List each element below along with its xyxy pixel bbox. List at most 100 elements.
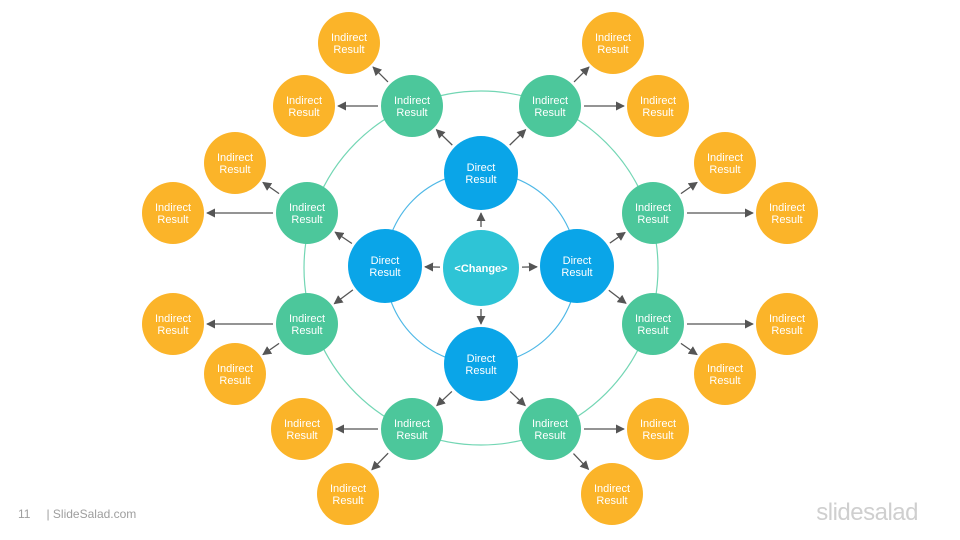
direct-result-node-1-label: Result: [465, 174, 496, 186]
indirect-result-outer-node-11-circle: [756, 293, 818, 355]
indirect-result-outer-node-7-label: Indirect: [155, 313, 191, 325]
indirect-result-outer-node-2-circle: [273, 75, 335, 137]
indirect-result-inner-node-4-label: Indirect: [289, 313, 325, 325]
indirect-result-outer-node-1-label: Indirect: [331, 32, 367, 44]
indirect-result-outer-node-11-label: Result: [771, 325, 802, 337]
indirect-result-inner-node-5-label: Indirect: [635, 202, 671, 214]
indirect-result-inner-node-7-label: Indirect: [394, 418, 430, 430]
indirect-result-outer-node-16-circle: [581, 463, 643, 525]
indirect-result-outer-node-9-label: Result: [709, 164, 740, 176]
indirect-result-outer-node-15-label: Result: [642, 430, 673, 442]
arrow-indirect-to-outer-9: [680, 181, 698, 195]
indirect-result-inner-node-5-label: Result: [637, 214, 668, 226]
arrow-direct-to-indirect-3: [334, 231, 353, 245]
indirect-result-inner-node-6-circle: [622, 293, 684, 355]
indirect-result-outer-node-3-label: Result: [597, 44, 628, 56]
arrow-direct-to-indirect-6: [608, 289, 627, 304]
indirect-result-outer-node-10-label: Result: [771, 214, 802, 226]
indirect-result-outer-node-5-circle: [204, 132, 266, 194]
indirect-result-outer-node-15-circle: [627, 398, 689, 460]
arrow-direct-to-indirect-7: [436, 390, 453, 407]
arrow-indirect-to-outer-14: [371, 452, 389, 471]
direct-result-node-1-circle: [444, 136, 518, 210]
indirect-result-outer-node-10-label: Indirect: [769, 202, 805, 214]
outer-guide-ring: [303, 90, 659, 446]
connector-arrows: [206, 66, 754, 471]
indirect-result-inner-node-5-circle: [622, 182, 684, 244]
arrow-direct-to-indirect-4: [333, 289, 354, 305]
indirect-result-outer-node-11-label: Indirect: [769, 313, 805, 325]
change-node-circle: [443, 230, 519, 306]
indirect-result-inner-node-3-circle: [276, 182, 338, 244]
indirect-result-outer-node-13-circle: [271, 398, 333, 460]
indirect-result-inner-node-2-circle: [519, 75, 581, 137]
footer: 11 | SlideSalad.com: [18, 507, 136, 521]
indirect-result-inner-node-2-label: Result: [534, 107, 565, 119]
indirect-result-outer-node-12-circle: [694, 343, 756, 405]
indirect-result-outer-node-8-label: Indirect: [217, 363, 253, 375]
arrow-indirect-to-outer-12: [680, 342, 698, 356]
indirect-result-outer-node-2-label: Indirect: [286, 95, 322, 107]
direct-result-node-3-label: Direct: [563, 255, 592, 267]
indirect-result-outer-node-7-label: Result: [157, 325, 188, 337]
indirect-result-outer-node-14-label: Result: [332, 495, 363, 507]
indirect-result-inner-node-6-label: Indirect: [635, 313, 671, 325]
indirect-result-outer-node-4-label: Indirect: [640, 95, 676, 107]
direct-result-node-3-label: Result: [561, 267, 592, 279]
direct-result-node-1-label: Direct: [467, 162, 496, 174]
indirect-result-inner-node-3-label: Result: [291, 214, 322, 226]
indirect-result-inner-node-8-circle: [519, 398, 581, 460]
indirect-result-outer-node-10-circle: [756, 182, 818, 244]
indirect-result-outer-node-16-label: Result: [596, 495, 627, 507]
indirect-result-inner-node-8-label: Indirect: [532, 418, 568, 430]
indirect-result-outer-node-16-label: Indirect: [594, 483, 630, 495]
arrow-direct-to-indirect-2: [509, 129, 527, 146]
indirect-result-outer-node-15-label: Indirect: [640, 418, 676, 430]
indirect-result-outer-node-12-label: Result: [709, 375, 740, 387]
indirect-result-outer-node-13-label: Result: [286, 430, 317, 442]
indirect-result-outer-node-6-label: Result: [157, 214, 188, 226]
indirect-result-outer-node-14-label: Indirect: [330, 483, 366, 495]
indirect-result-outer-node-1-circle: [318, 12, 380, 74]
arrow-direct-to-indirect-8: [509, 390, 526, 407]
indirect-result-outer-node-13-label: Indirect: [284, 418, 320, 430]
arrow-indirect-to-outer-3: [573, 66, 590, 83]
indirect-result-outer-node-5-label: Result: [219, 164, 250, 176]
indirect-result-inner-node-7-label: Result: [396, 430, 427, 442]
indirect-result-outer-node-4-label: Result: [642, 107, 673, 119]
indirect-result-outer-node-3-label: Indirect: [595, 32, 631, 44]
indirect-result-inner-node-3-label: Indirect: [289, 202, 325, 214]
indirect-result-outer-node-8-circle: [204, 343, 266, 405]
arrow-indirect-to-outer-16: [572, 453, 590, 471]
direct-result-node-2-label: Direct: [371, 255, 400, 267]
footer-source: | SlideSalad.com: [46, 507, 137, 521]
page-number: 11: [18, 507, 31, 521]
change-node: <Change>: [443, 230, 519, 306]
arrow-indirect-to-outer-5: [262, 181, 280, 195]
direct-result-node-2-circle: [348, 229, 422, 303]
slidesalad-logo: slidesalad: [816, 499, 918, 526]
indirect-result-outer-node-4-circle: [627, 75, 689, 137]
change-node-label: <Change>: [454, 263, 507, 275]
indirect-result-inner-node-4-circle: [276, 293, 338, 355]
